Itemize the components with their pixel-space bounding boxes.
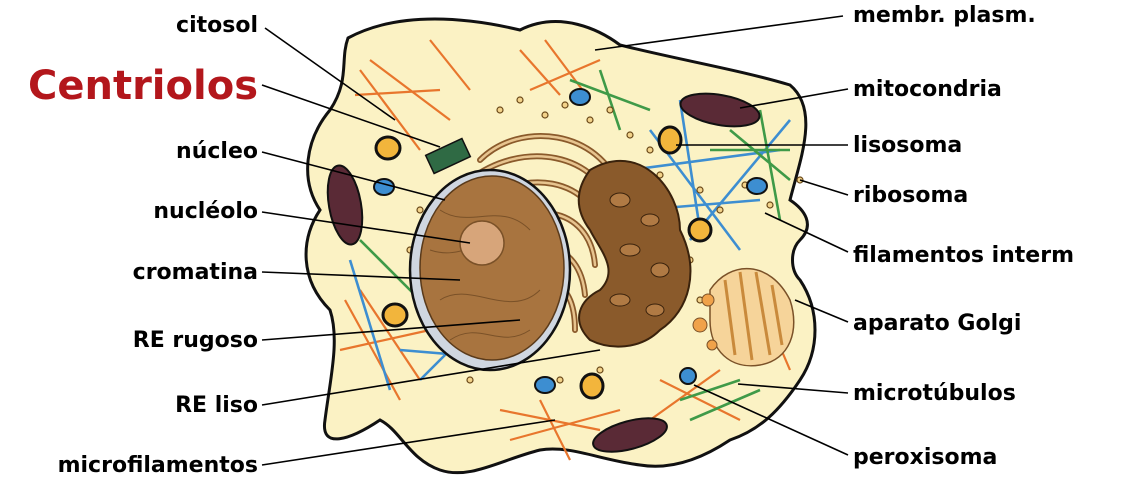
label-re-liso: RE liso [175,393,258,418]
label-lisosoma: lisosoma [853,133,962,158]
label-membr-plasm: membr. plasm. [853,3,1036,28]
label-citosol: citosol [176,13,258,38]
label-microtubulos: microtúbulos [853,381,1016,406]
label-microfilamentos: microfilamentos [58,453,258,478]
label-ribosoma: ribosoma [853,183,968,208]
label-nucleo: núcleo [176,139,258,164]
label-cromatina: cromatina [133,260,258,285]
label-nucleolo: nucléolo [153,199,258,224]
label-filamentos-interm: filamentos interm [853,243,1074,268]
label-mitocondria: mitocondria [853,77,1002,102]
label-centriolos: Centriolos [28,63,258,109]
label-peroxisoma: peroxisoma [853,445,997,470]
label-re-rugoso: RE rugoso [133,328,258,353]
label-aparato-golgi: aparato Golgi [853,311,1021,336]
nucleus [420,176,564,360]
